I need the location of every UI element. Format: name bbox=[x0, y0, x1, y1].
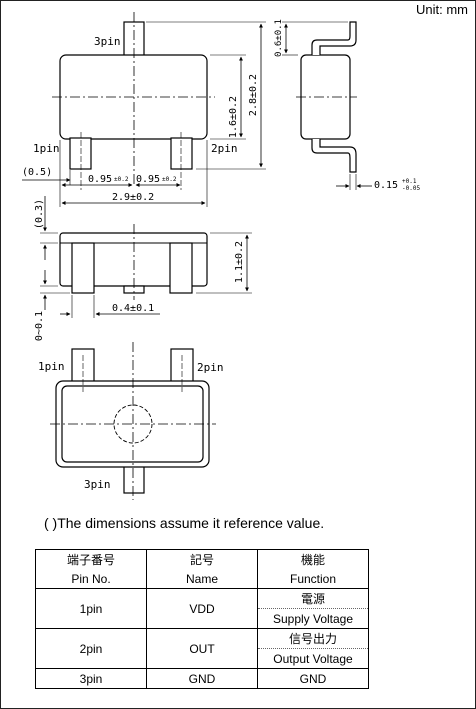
side-view-lead-top bbox=[311, 21, 357, 55]
dim-pitch-right: 0.95 bbox=[136, 174, 160, 185]
cell-name: GND bbox=[146, 668, 258, 689]
bottom-view-pin1-label: 1pin bbox=[38, 360, 65, 373]
side-view bbox=[282, 21, 372, 190]
table-header-row-jp: 端子番号 記号 機能 bbox=[35, 549, 369, 569]
table-row: 1pin VDD 電源 bbox=[35, 588, 369, 629]
dim-standoff-low: 0~0.1 bbox=[34, 311, 45, 341]
cell-function-en: Supply Voltage bbox=[257, 608, 369, 629]
top-view-pin2-lead bbox=[170, 137, 193, 170]
pin-function-table: 端子番号 記号 機能 Pin No. Name Function 1pin VD… bbox=[35, 549, 369, 689]
cell-pin: 2pin bbox=[35, 628, 147, 669]
unit-label: Unit: mm bbox=[416, 2, 468, 17]
header-pin-no-jp: 端子番号 bbox=[35, 549, 147, 569]
cell-function: GND bbox=[257, 668, 369, 689]
bottom-view-ejector-mark bbox=[113, 404, 153, 444]
top-view-pin1-lead bbox=[69, 137, 92, 170]
cell-pin: 3pin bbox=[35, 668, 147, 689]
bottom-view bbox=[50, 342, 216, 500]
front-view-lead-left bbox=[71, 242, 95, 294]
table-header-row-en: Pin No. Name Function bbox=[35, 569, 369, 589]
header-function-jp: 機能 bbox=[257, 549, 369, 569]
table-row: 3pin GND GND bbox=[35, 668, 369, 689]
header-name-en: Name bbox=[146, 569, 258, 589]
reference-note: ( )The dimensions assume it reference va… bbox=[44, 515, 325, 531]
dim-lead-top: (0.3) bbox=[34, 199, 45, 229]
top-view-pin1-label: 1pin bbox=[33, 142, 60, 155]
dim-pitch-left-tol: ±0.2 bbox=[114, 176, 129, 183]
dim-lead-thickness: 0.15 bbox=[374, 180, 398, 191]
dim-lead-thickness-tol-minus: -0.05 bbox=[402, 185, 420, 192]
front-view-lead-right bbox=[169, 242, 193, 294]
cell-name: OUT bbox=[146, 628, 258, 669]
dim-total-width: 2.9±0.2 bbox=[112, 192, 154, 203]
bottom-view-pin3-label: 3pin bbox=[84, 478, 111, 491]
dim-pitch-right-tol: ±0.2 bbox=[162, 176, 177, 183]
package-drawing: 3pin 1pin 2pin 1.6±0.2 2.8±0.2 (0.5) 0.9… bbox=[22, 12, 420, 500]
cell-function-jp: 信号出力 bbox=[257, 628, 369, 649]
dim-body-height: 1.6±0.2 bbox=[228, 96, 239, 138]
cell-pin: 1pin bbox=[35, 588, 147, 629]
header-pin-no-en: Pin No. bbox=[35, 569, 147, 589]
header-function-en: Function bbox=[257, 569, 369, 589]
side-view-body bbox=[300, 54, 351, 140]
header-name-jp: 記号 bbox=[146, 549, 258, 569]
top-view-pin2-label: 2pin bbox=[211, 142, 238, 155]
top-view bbox=[22, 12, 266, 207]
cell-function-en: Output Voltage bbox=[257, 648, 369, 669]
bottom-view-pin2-label: 2pin bbox=[197, 361, 224, 374]
dim-lead-offset: (0.5) bbox=[22, 167, 52, 178]
side-view-lead-bottom bbox=[311, 139, 357, 173]
dim-lead-thickness-tol-plus: +0.1 bbox=[402, 178, 417, 185]
dim-standoff: 0.6±0.1 bbox=[274, 19, 284, 57]
cell-function-jp: 電源 bbox=[257, 588, 369, 609]
front-view bbox=[40, 196, 252, 318]
table-row: Supply Voltage bbox=[36, 608, 369, 629]
dim-pitch-left: 0.95 bbox=[88, 174, 112, 185]
dim-total-height: 2.8±0.2 bbox=[248, 74, 259, 116]
dim-lead-width: 0.4±0.1 bbox=[112, 303, 154, 314]
top-view-pin3-label: 3pin bbox=[94, 35, 121, 48]
dim-height: 1.1±0.2 bbox=[234, 241, 245, 283]
cell-name: VDD bbox=[146, 588, 258, 629]
table-row: 2pin OUT 信号出力 bbox=[35, 628, 369, 669]
